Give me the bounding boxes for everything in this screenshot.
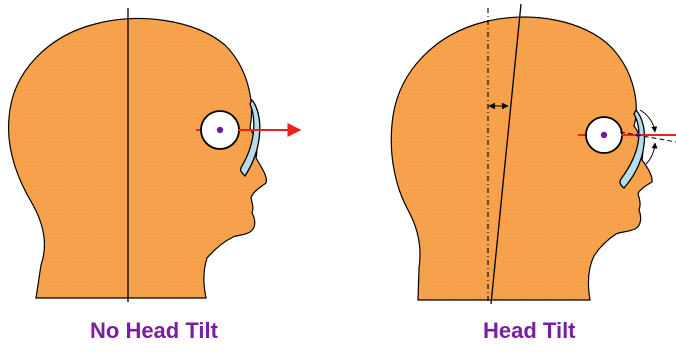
head-left bbox=[9, 8, 300, 302]
head-right bbox=[391, 4, 676, 304]
pupil bbox=[601, 132, 607, 138]
rotation-arrow-lower bbox=[646, 143, 655, 164]
head-silhouette bbox=[9, 19, 267, 298]
head-silhouette-tilted bbox=[391, 17, 652, 300]
pupil bbox=[217, 127, 223, 133]
caption-head-tilt: Head Tilt bbox=[483, 318, 576, 344]
caption-no-head-tilt: No Head Tilt bbox=[90, 318, 218, 344]
